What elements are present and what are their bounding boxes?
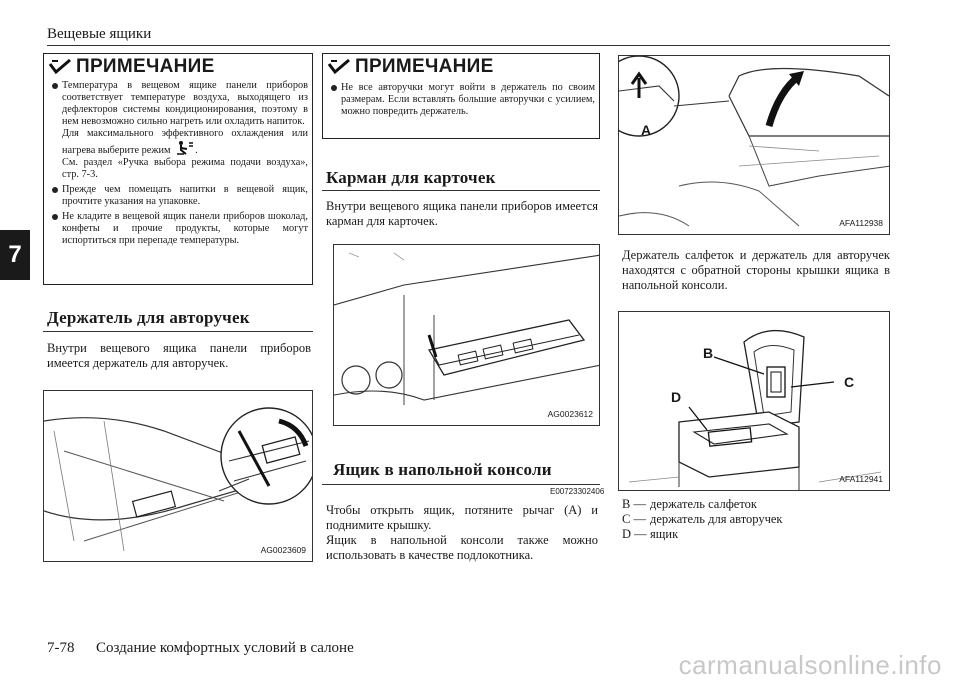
figure-code: AFA112938 bbox=[839, 218, 883, 228]
note-item-extra: Для максимального эффективного охлаждени… bbox=[62, 128, 308, 156]
note-header: ПРИМЕЧАНИЕ bbox=[48, 56, 215, 78]
section-rule bbox=[43, 331, 313, 332]
figure-legend: B —держатель салфеток C —держатель для а… bbox=[622, 497, 890, 542]
note-item: Температура в вещевом ящике панели прибо… bbox=[50, 80, 308, 181]
note-label: ПРИМЕЧАНИЕ bbox=[76, 56, 215, 77]
figure-code: AG0023609 bbox=[260, 545, 306, 555]
callout-a: A bbox=[641, 122, 652, 138]
callout-d: D bbox=[671, 389, 682, 405]
console-lid-illustration bbox=[628, 329, 882, 490]
figure-pen-holder: AG0023609 bbox=[43, 390, 313, 562]
page-footer: 7-78 Создание комфортных условий в салон… bbox=[47, 640, 354, 657]
callout-c: C bbox=[844, 374, 855, 390]
pen-holder-illustration bbox=[44, 407, 312, 552]
figure-card-pocket: AG0023612 bbox=[333, 244, 600, 426]
figure-code: AG0023612 bbox=[547, 409, 593, 419]
note-item: Не все авторучки могут войти в держатель… bbox=[329, 82, 595, 118]
note-pencil-icon bbox=[327, 58, 350, 75]
note-label: ПРИМЕЧАНИЕ bbox=[355, 56, 494, 77]
console-box-text-1: Чтобы открыть ящик, потяните рычаг (A) и… bbox=[326, 503, 598, 532]
note-list: Не все авторучки могут войти в держатель… bbox=[329, 82, 595, 121]
note-box-middle: ПРИМЕЧАНИЕ Не все авторучки могут войти … bbox=[322, 53, 600, 139]
header-rule bbox=[47, 45, 890, 46]
legend-row: C —держатель для авторучек bbox=[622, 512, 783, 526]
card-pocket-text: Внутри вещевого ящика панели приборов им… bbox=[326, 199, 598, 228]
console-lever-illustration bbox=[619, 56, 889, 227]
section-title-pen-holder: Держатель для авторучек bbox=[47, 308, 250, 327]
console-holders-text: Держатель салфеток и держатель для автор… bbox=[622, 248, 890, 292]
figure-console-lid: B C D AFA112941 bbox=[618, 311, 890, 491]
note-item: Не кладите в вещевой ящик панели приборо… bbox=[50, 211, 308, 247]
section-rule bbox=[322, 190, 600, 191]
footer-chapter-title: Создание комфортных условий в салоне bbox=[96, 640, 354, 656]
section-title-console-box: Ящик в напольной консоли bbox=[333, 460, 552, 479]
page-number: 7-78 bbox=[47, 640, 75, 656]
section-title-card-pocket: Карман для карточек bbox=[326, 168, 496, 187]
note-item: Прежде чем помещать напитки в вещевой ящ… bbox=[50, 184, 308, 208]
legend-row: D —ящик bbox=[622, 527, 679, 541]
airflow-mode-icon bbox=[177, 141, 194, 155]
figure-console-lever: A AFA112938 bbox=[618, 55, 890, 235]
legend-row: B —держатель салфеток bbox=[622, 497, 757, 511]
section-rule bbox=[322, 484, 600, 485]
pen-holder-text: Внутри вещевого ящика панели приборов им… bbox=[47, 341, 311, 370]
console-box-text-2: Ящик в напольной консоли также можно исп… bbox=[326, 533, 598, 562]
note-pencil-icon bbox=[48, 58, 71, 75]
note-header: ПРИМЕЧАНИЕ bbox=[327, 56, 494, 78]
reference-code: E00723302406 bbox=[550, 487, 605, 496]
watermark: carmanualsonline.info bbox=[678, 650, 942, 680]
card-pocket-illustration bbox=[334, 252, 599, 405]
figure-code: AFA112941 bbox=[839, 474, 883, 484]
note-item-see-also: См. раздел «Ручка выбора режима подачи в… bbox=[62, 157, 308, 180]
callout-b: B bbox=[703, 345, 714, 361]
note-list: Температура в вещевом ящике панели прибо… bbox=[50, 80, 308, 250]
section-header-title: Вещевые ящики bbox=[47, 26, 152, 42]
note-box-left: ПРИМЕЧАНИЕ Температура в вещевом ящике п… bbox=[43, 53, 313, 285]
chapter-tab: 7 bbox=[0, 230, 30, 280]
